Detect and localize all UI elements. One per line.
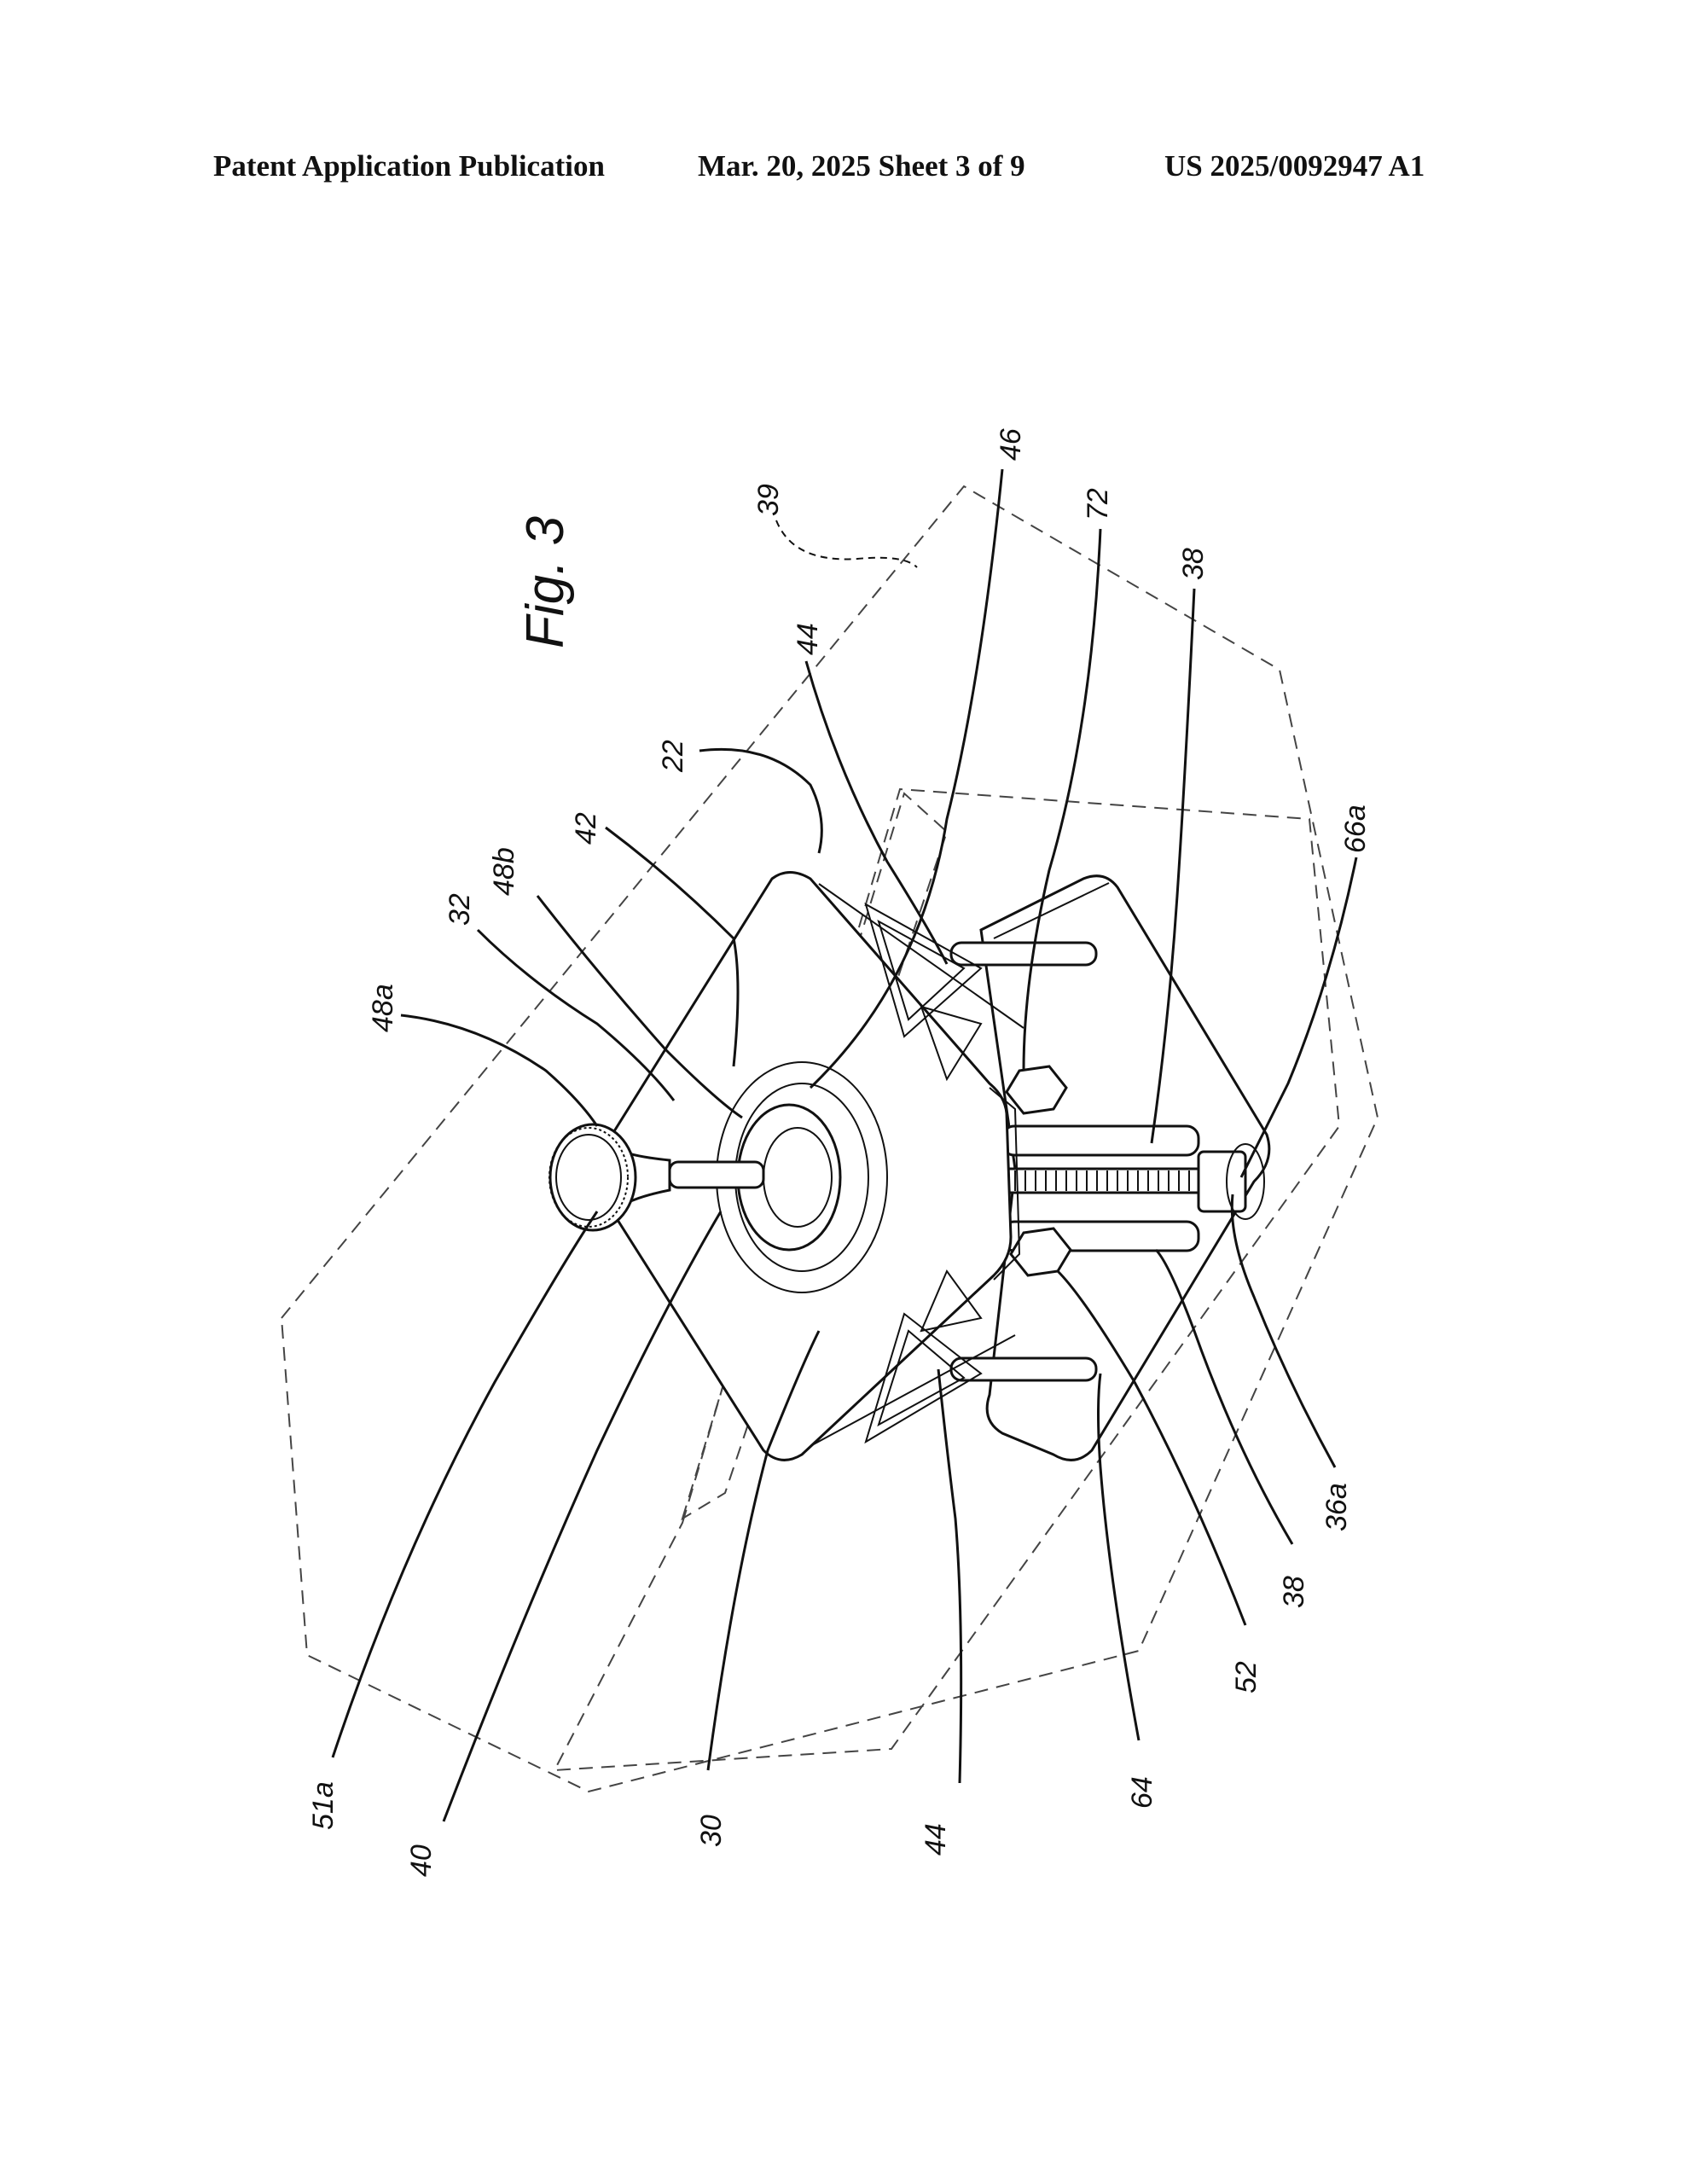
label-48a: 48a — [367, 984, 399, 1032]
label-40: 40 — [405, 1844, 438, 1877]
hex-nuts — [1005, 1065, 1072, 1277]
reference-labels: 39 46 72 38 44 22 42 48b 32 48a 66a 36a … — [307, 428, 1372, 1877]
publication-number: US 2025/0092947 A1 — [1164, 149, 1425, 183]
leader-lines — [331, 468, 1358, 1822]
label-46: 46 — [995, 428, 1027, 461]
label-48b: 48b — [488, 847, 520, 896]
knob-assembly — [548, 1123, 765, 1232]
label-51a: 51a — [307, 1781, 340, 1830]
label-52: 52 — [1230, 1661, 1262, 1693]
page-header: Patent Application Publication Mar. 20, … — [0, 149, 1689, 183]
label-36a: 36a — [1320, 1483, 1353, 1531]
support-ribs — [864, 902, 983, 1444]
label-30: 30 — [695, 1815, 728, 1847]
label-39: 39 — [752, 484, 785, 516]
label-64: 64 — [1126, 1776, 1158, 1809]
label-32: 32 — [444, 893, 476, 926]
label-38-bottom: 38 — [1278, 1576, 1310, 1608]
dashed-surface-outline — [280, 485, 1379, 1793]
figure-title: Fig. 3 — [516, 516, 575, 648]
label-38-top: 38 — [1177, 548, 1210, 580]
label-44-top: 44 — [792, 623, 824, 655]
label-66a: 66a — [1339, 804, 1372, 853]
label-42: 42 — [570, 812, 602, 845]
label-22: 22 — [657, 740, 689, 773]
threaded-rod — [996, 1143, 1265, 1220]
publication-date-sheet: Mar. 20, 2025 Sheet 3 of 9 — [698, 149, 1025, 183]
publication-type: Patent Application Publication — [213, 149, 605, 183]
label-72: 72 — [1082, 488, 1114, 520]
label-44-bottom: 44 — [920, 1823, 952, 1856]
